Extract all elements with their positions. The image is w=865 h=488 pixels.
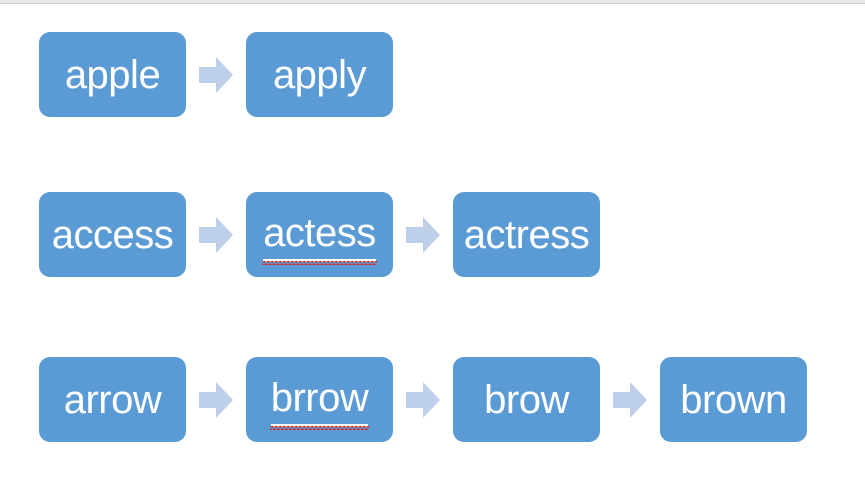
word-box[interactable]: arrow: [39, 357, 186, 442]
word-box[interactable]: brown: [660, 357, 807, 442]
misspelled-word-label: brrow: [269, 373, 369, 430]
word-ladder-row-2: access actess actress: [39, 192, 600, 277]
word-box[interactable]: apply: [246, 32, 393, 117]
word-label: brow: [484, 377, 569, 422]
word-box[interactable]: access: [39, 192, 186, 277]
window-top-border: [0, 0, 865, 4]
word-label: apply: [272, 52, 367, 97]
word-box[interactable]: brow: [453, 357, 600, 442]
word-label: access: [51, 212, 174, 257]
word-ladder-row-1: apple apply: [39, 32, 393, 117]
word-label: actress: [463, 212, 590, 257]
word-box[interactable]: apple: [39, 32, 186, 117]
word-label: arrow: [63, 377, 162, 422]
word-box[interactable]: brrow: [246, 357, 393, 442]
word-box[interactable]: actress: [453, 192, 600, 277]
word-label: apple: [64, 52, 161, 97]
word-label: brown: [680, 377, 787, 422]
word-ladder-row-3: arrow brrow brow brown: [39, 357, 807, 442]
right-arrow-icon[interactable]: [406, 381, 440, 418]
right-arrow-icon[interactable]: [199, 381, 233, 418]
right-arrow-icon[interactable]: [406, 216, 440, 253]
right-arrow-icon[interactable]: [613, 381, 647, 418]
right-arrow-icon[interactable]: [199, 216, 233, 253]
word-box[interactable]: actess: [246, 192, 393, 277]
right-arrow-icon[interactable]: [199, 56, 233, 93]
misspelled-word-label: actess: [262, 208, 377, 265]
